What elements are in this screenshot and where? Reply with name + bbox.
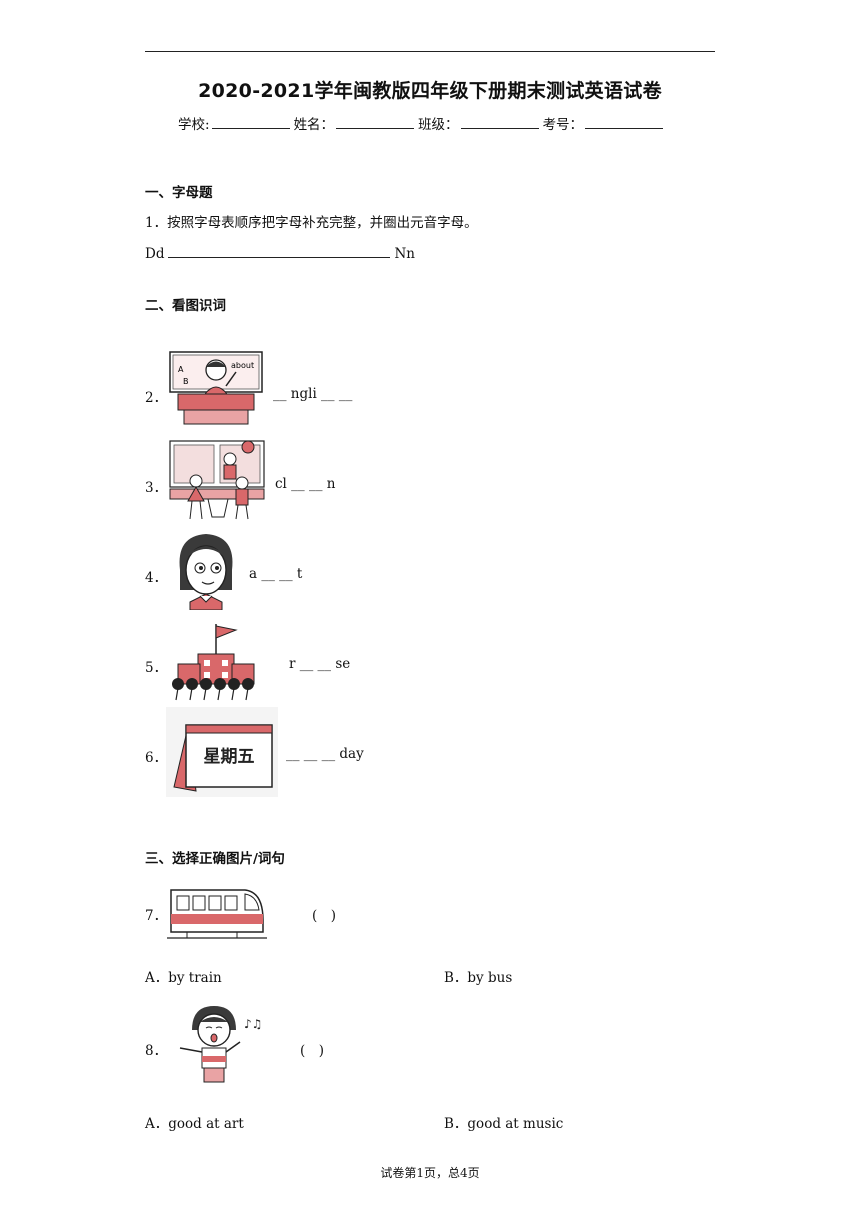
school-label: 学校: [178, 117, 210, 133]
calendar-weekday: 星期五 [204, 747, 255, 767]
class-blank[interactable] [460, 115, 539, 129]
board-letter-b: B [183, 377, 189, 386]
school-building-picture [172, 624, 255, 701]
letter-blank[interactable] [168, 245, 391, 258]
class-label: 班级： [418, 117, 459, 133]
letter-start: Dd [145, 246, 165, 262]
question-1: 1．按照字母表顺序把字母补充完整，并圈出元音字母。 [145, 211, 478, 231]
name-label: 姓名： [293, 117, 335, 133]
top-rule [145, 51, 715, 52]
exam-number-blank[interactable] [585, 115, 664, 129]
section-3-heading: 三、选择正确图片/词句 [145, 851, 285, 867]
question-8-option-b[interactable]: B．good at music [444, 1116, 564, 1132]
question-7-option-b[interactable]: B．by bus [444, 970, 513, 986]
cleaning-picture [169, 440, 265, 520]
aunt-picture [179, 534, 233, 610]
question-3-word: cl __ __ n [275, 476, 336, 492]
question-7-number: 7． [145, 908, 168, 924]
singing-girl-picture: ♪♫ [179, 1006, 262, 1083]
question-8-answer-paren[interactable]: ( ) [300, 1043, 325, 1059]
letter-end: Nn [394, 246, 415, 262]
page-footer: 试卷第1页，总4页 [380, 1166, 480, 1180]
english-lesson-picture: A B about [169, 351, 263, 425]
question-2-word: __ ngli __ __ [273, 386, 353, 402]
question-7-option-a[interactable]: A．by train [145, 970, 222, 986]
student-info-line: 学校: 姓名： 班级： 考号： [178, 113, 665, 133]
question-4-number: 4． [145, 570, 168, 586]
question-8-number: 8． [145, 1043, 168, 1059]
board-letter-a: A [178, 365, 184, 374]
question-3-number: 3． [145, 480, 168, 496]
question-6-number: 6． [145, 750, 168, 766]
question-text: 按照字母表顺序把字母补充完整，并圈出元音字母。 [167, 215, 478, 231]
friday-calendar-picture: 星期五 [166, 707, 278, 797]
exam-number-label: 考号： [542, 117, 584, 133]
section-1-heading: 一、字母题 [145, 185, 213, 201]
school-blank[interactable] [211, 115, 290, 129]
section-2-heading: 二、看图识词 [145, 298, 226, 314]
board-word: about [231, 361, 254, 370]
question-4-word: a __ __ t [249, 566, 303, 582]
question-5-number: 5． [145, 660, 168, 676]
question-2-number: 2． [145, 390, 168, 406]
name-blank[interactable] [336, 115, 415, 129]
letter-fill-line: Dd Nn [145, 245, 415, 262]
train-picture [167, 889, 267, 939]
question-7-answer-paren[interactable]: ( ) [312, 908, 337, 924]
page-title: 2020-2021学年闽教版四年级下册期末测试英语试卷 [198, 80, 662, 102]
question-8-option-a[interactable]: A．good at art [145, 1116, 244, 1132]
question-number: 1． [145, 215, 168, 231]
question-5-word: r __ __ se [289, 656, 351, 672]
question-6-word: __ __ __ day [286, 746, 364, 762]
music-note-icon: ♪♫ [244, 1017, 262, 1031]
